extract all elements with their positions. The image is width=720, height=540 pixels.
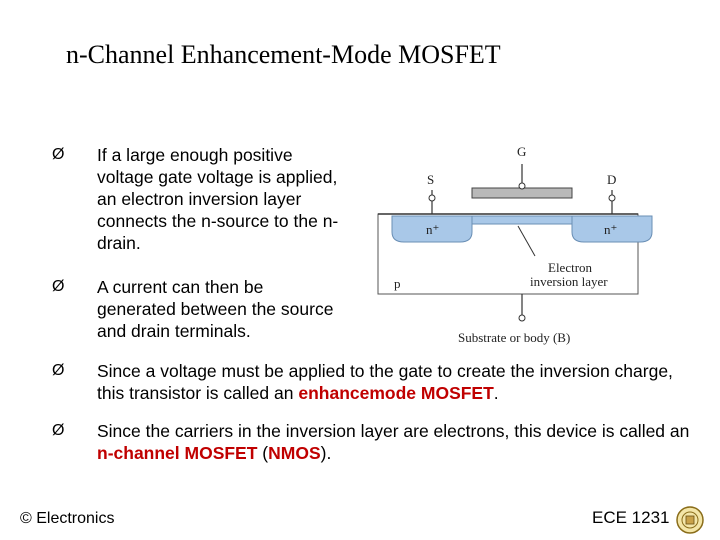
bullet-text-part: ( — [257, 443, 269, 463]
highlight-term: n-channel MOSFET — [97, 443, 258, 463]
arrow-bullet-icon: Ø — [52, 362, 65, 379]
highlight-term: NMOS — [268, 443, 321, 463]
arrow-bullet-icon: Ø — [52, 422, 65, 439]
inversion-layer-label: Electron — [548, 260, 593, 275]
source-label: S — [427, 172, 434, 187]
footer-course-code: ECE 1231 — [592, 508, 670, 527]
slide-title: n-Channel Enhancement-Mode MOSFET — [66, 40, 501, 69]
arrow-bullet-icon: Ø — [52, 146, 65, 163]
university-seal-icon — [676, 506, 704, 534]
arrow-bullet-icon: Ø — [52, 278, 65, 295]
substrate-label: Substrate or body (B) — [458, 330, 570, 345]
bullet-text: A current can then be generated between … — [97, 277, 334, 341]
bullet-text-part: . — [493, 383, 499, 403]
bullet-text: Since a voltage must be applied to the g… — [97, 360, 697, 404]
n-plus-drain-region — [571, 215, 653, 243]
inversion-layer-label: inversion layer — [530, 274, 608, 289]
source-region-label: n⁺ — [426, 222, 439, 237]
drain-label: D — [607, 172, 616, 187]
bullet-text: If a large enough positive voltage gate … — [97, 145, 339, 253]
gate-label: G — [517, 144, 526, 159]
drain-region-label: n⁺ — [604, 222, 617, 237]
footer-copyright: © Electronics — [20, 510, 115, 527]
substrate-type-label: p — [394, 276, 401, 291]
bullet-text: Since the carriers in the inversion laye… — [97, 420, 697, 464]
n-plus-source-region — [391, 215, 473, 243]
bullet-text-part: ). — [320, 443, 332, 463]
bullet-text-part: Since the carriers in the inversion laye… — [97, 421, 690, 441]
bullet-text-part: Since a voltage must be applied to the g… — [97, 361, 673, 403]
highlight-term: enhancemode MOSFET — [298, 383, 494, 403]
inversion-layer — [471, 215, 573, 225]
mosfet-cross-section-diagram: G S D n⁺ n⁺ Electron inversion layer p S… — [360, 132, 660, 350]
